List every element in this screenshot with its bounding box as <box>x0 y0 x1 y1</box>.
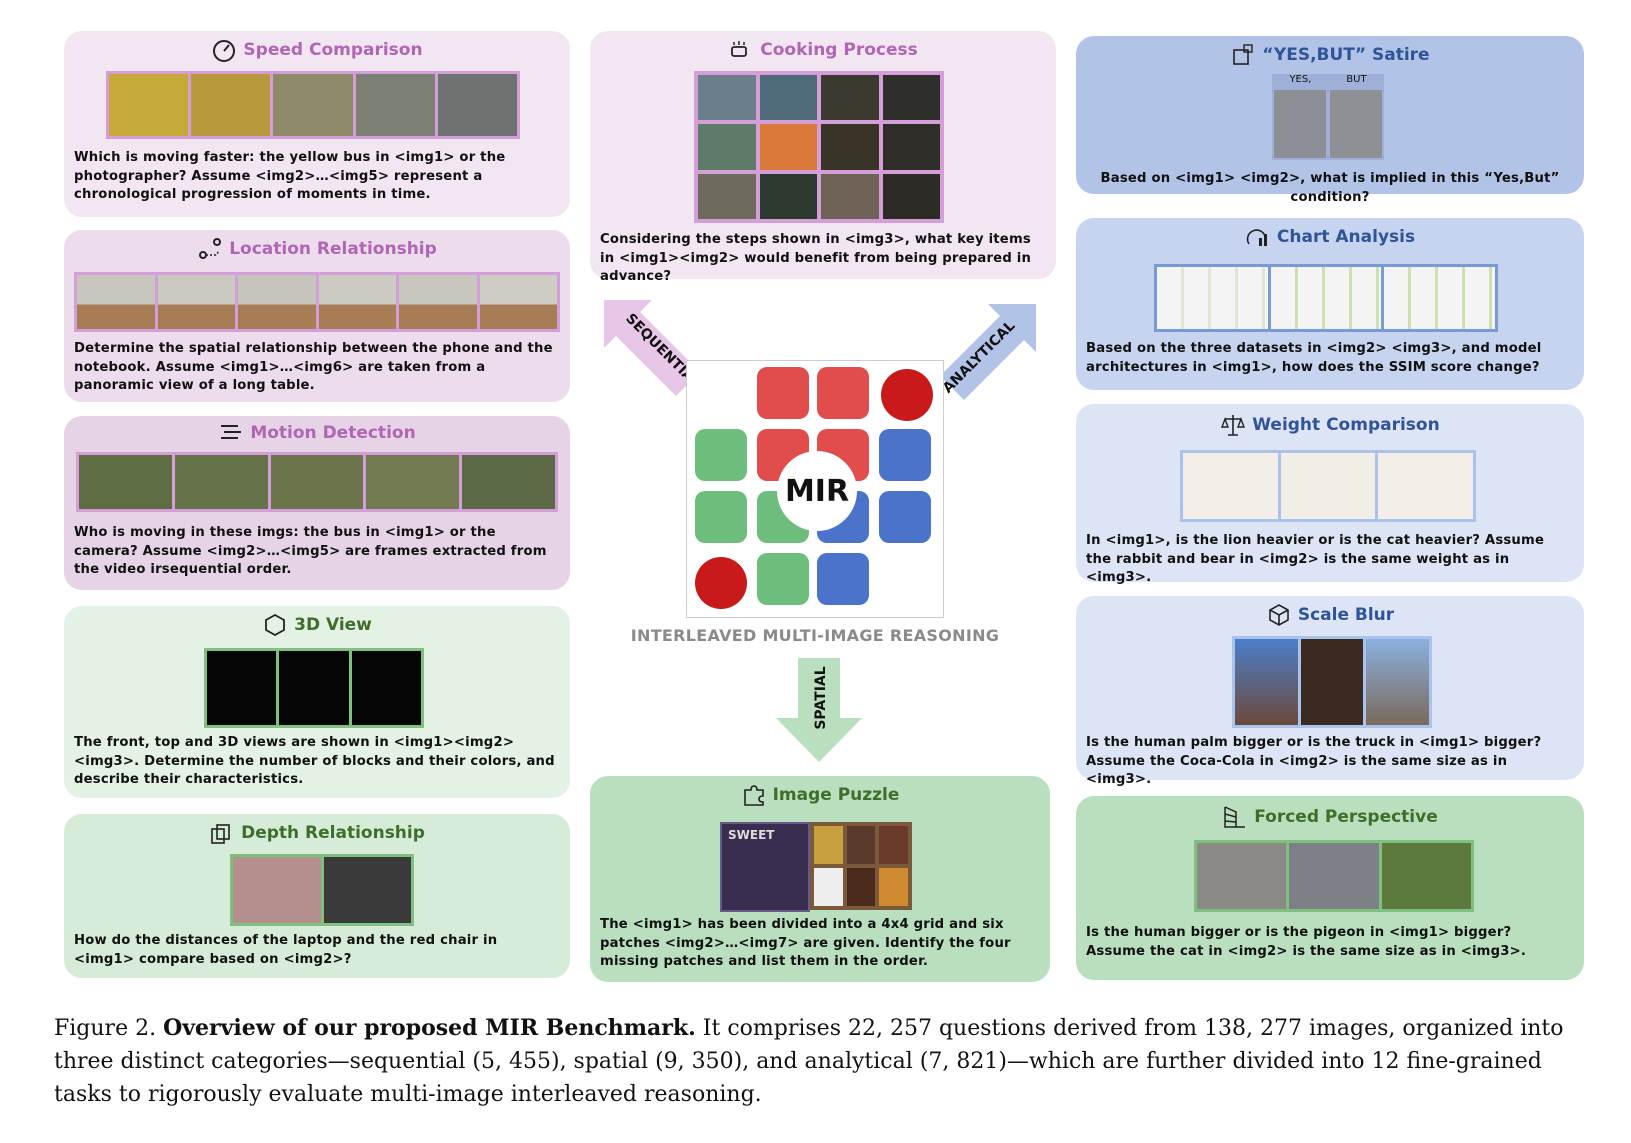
card-title: Motion Detection <box>250 423 416 443</box>
card-title-row: Cooking Process <box>590 37 1056 63</box>
card-question: The front, top and 3D views are shown in… <box>74 735 555 787</box>
satire-but-label: BUT <box>1346 74 1367 85</box>
card-question: Who is moving in these imgs: the bus in … <box>74 525 547 577</box>
card-title-row: Chart Analysis <box>1076 224 1584 250</box>
puzzle-piece-icon <box>743 785 764 806</box>
tile-red-dot <box>881 369 933 421</box>
tile-puzzle <box>757 553 809 605</box>
bus-image-strip <box>106 71 520 139</box>
card-cooking-process: Cooking Process Considering the steps sh… <box>590 31 1056 284</box>
mir-emblem: MIR <box>686 360 944 618</box>
card-question: How do the distances of the laptop and t… <box>74 933 498 967</box>
spatial-label: SPATIAL <box>813 666 829 729</box>
card-forced-perspective: Forced Perspective Is the human bigger o… <box>1076 796 1584 980</box>
puzzle-image: SWEET <box>720 822 810 912</box>
tile-red-dot-2 <box>695 557 747 609</box>
card-title-row: Motion Detection <box>64 420 570 446</box>
card-question: Which is moving faster: the yellow bus i… <box>74 150 506 202</box>
perspective-grid-icon <box>1224 806 1246 828</box>
forest-bus-image-strip <box>76 452 558 512</box>
map-pin-route-icon <box>199 238 222 259</box>
table-image-strip <box>74 272 560 332</box>
card-question: Considering the steps shown in <img3>, w… <box>600 232 1032 284</box>
tile-chart <box>817 553 869 605</box>
mir-logo-text: MIR <box>784 473 850 509</box>
tile-3d-view <box>695 429 747 481</box>
room-depth-strip <box>230 854 414 926</box>
card-image-puzzle: Image Puzzle SWEET The <img1> has been d… <box>590 776 1050 982</box>
tile-forced-perspective <box>695 491 747 543</box>
tile-location <box>817 367 869 419</box>
speech-robot-icon <box>1233 44 1254 65</box>
card-title-row: Scale Blur <box>1076 602 1584 628</box>
chart-image-strip <box>1154 264 1498 332</box>
seesaw-image-strip <box>1180 450 1476 522</box>
card-title-row: Depth Relationship <box>64 820 570 846</box>
card-motion-detection: Motion Detection Who is moving in these … <box>64 416 570 590</box>
card-question: Is the human palm bigger or is the truck… <box>1086 735 1542 787</box>
card-title: Depth Relationship <box>241 823 425 843</box>
card-title-row: Image Puzzle <box>590 782 1050 808</box>
block-views-strip <box>204 648 424 728</box>
card-title-row: Weight Comparison <box>1076 412 1584 438</box>
card-title: “YES,BUT” Satire <box>1262 45 1430 65</box>
card-title-row: “YES,BUT” Satire <box>1076 42 1584 68</box>
puzzle-sweet-text: SWEET <box>728 828 775 842</box>
puzzle-patches <box>810 822 912 910</box>
mir-logo: MIR <box>777 451 857 531</box>
satire-image-pair: YES, BUT <box>1272 74 1384 160</box>
card-depth-relationship: Depth Relationship How do the distances … <box>64 814 570 978</box>
card-title: 3D View <box>294 615 372 635</box>
card-title: Chart Analysis <box>1276 227 1416 247</box>
card-location-relationship: Location Relationship Determine the spat… <box>64 230 570 402</box>
card-chart-analysis: Chart Analysis Based on the three datase… <box>1076 218 1584 390</box>
card-question: Determine the spatial relationship betwe… <box>74 341 553 393</box>
tile-scale-blur <box>879 429 931 481</box>
brain-chart-icon <box>1246 229 1267 246</box>
emblem-subtitle: INTERLEAVED MULTI-IMAGE REASONING <box>630 626 1000 645</box>
caption-label: Figure 2. <box>54 1016 157 1041</box>
figure-caption: Figure 2. Overview of our proposed MIR B… <box>54 1012 1584 1111</box>
tile-satire <box>879 491 931 543</box>
scale-image-strip <box>1232 636 1432 728</box>
card-title-row: Forced Perspective <box>1076 804 1584 830</box>
caption-text: It comprises 22, 257 questions derived f… <box>54 1016 1564 1107</box>
forced-perspective-strip <box>1194 840 1474 912</box>
box-cube-icon <box>1269 604 1289 626</box>
card-question: The <img1> has been divided into a 4x4 g… <box>600 917 1011 969</box>
card-question: Based on <img1> <img2>, what is implied … <box>1100 171 1560 205</box>
cooking-image-grid <box>694 71 944 223</box>
card-title: Scale Blur <box>1297 605 1395 625</box>
card-title: Location Relationship <box>229 239 437 259</box>
tile-cooking <box>757 367 809 419</box>
card-title-row: Speed Comparison <box>64 37 570 63</box>
card-title: Speed Comparison <box>243 40 423 60</box>
spatial-arrow: SPATIAL <box>776 658 862 762</box>
card-weight-comparison: Weight Comparison In <img1>, is the lion… <box>1076 404 1584 585</box>
card-title: Forced Perspective <box>1254 807 1438 827</box>
motion-arrows-icon <box>221 425 242 439</box>
cube-3d-icon <box>265 613 286 637</box>
card-yes-but-satire: “YES,BUT” Satire YES, BUT Based on <img1… <box>1076 36 1584 205</box>
card-question: In <img1>, is the lion heavier or is the… <box>1086 533 1545 585</box>
balance-scale-icon <box>1221 415 1246 436</box>
card-speed-comparison: Speed Comparison Which is moving faster:… <box>64 31 570 217</box>
card-question: Is the human bigger or is the pigeon in … <box>1086 925 1527 959</box>
satire-yes-label: YES, <box>1289 74 1312 85</box>
card-title-row: Location Relationship <box>64 236 570 262</box>
speedometer-icon <box>213 40 236 62</box>
card-title-row: 3D View <box>64 612 570 638</box>
card-scale-blur: Scale Blur Is the human palm bigger or i… <box>1076 596 1584 787</box>
card-title: Cooking Process <box>760 40 918 60</box>
card-title: Weight Comparison <box>1252 415 1440 435</box>
caption-bold: Overview of our proposed MIR Benchmark. <box>163 1015 696 1041</box>
card-title: Image Puzzle <box>772 785 900 805</box>
card-3d-view: 3D View The front, top and 3D views are … <box>64 606 570 798</box>
analytical-arrow: ANALYTICAL <box>940 304 1036 400</box>
cooking-pot-icon <box>731 41 748 57</box>
card-question: Based on the three datasets in <img2> <i… <box>1086 341 1542 375</box>
stacked-layers-icon <box>211 824 230 844</box>
